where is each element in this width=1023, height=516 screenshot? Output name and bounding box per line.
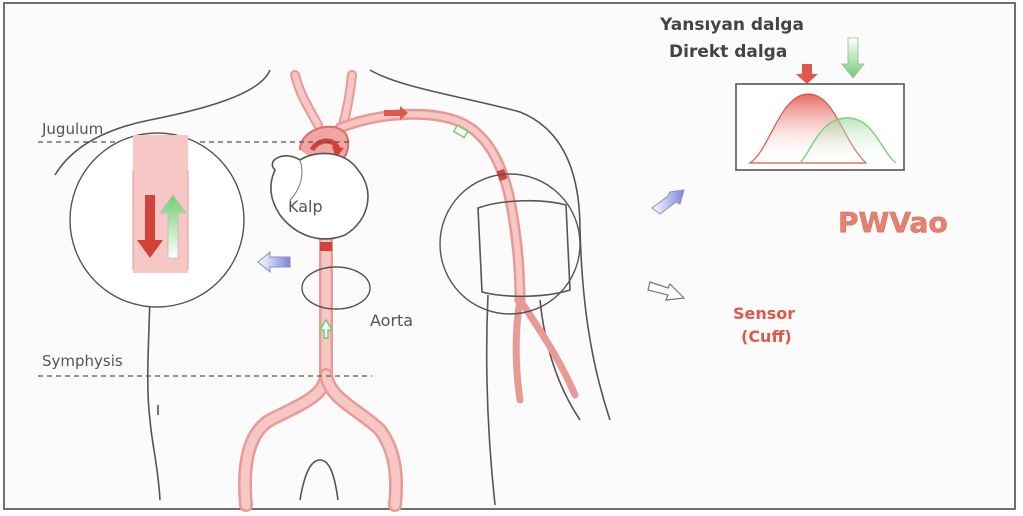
direct-wave-arrow-icon (796, 64, 818, 84)
wave-display-arrow-icon (652, 190, 684, 214)
direct-wave-label: Direkt dalga (669, 42, 787, 62)
reflected-wave-arrow-icon (842, 38, 864, 78)
sensor-arrow-icon (648, 282, 684, 300)
reflected-wave-label: Yansıyan dalga (659, 15, 804, 35)
symphysis-label: Symphysis (42, 352, 123, 370)
arterial-tree (245, 75, 575, 505)
aorta-magnifier-circle (302, 267, 370, 309)
aorta-red-marker (320, 242, 332, 251)
aorta-label: Aorta (370, 311, 413, 330)
cuff-label: (Cuff) (741, 327, 792, 346)
heart-label: Kalp (288, 197, 323, 216)
jugulum-label: Jugulum (41, 120, 103, 138)
sensor-label: Sensor (733, 304, 795, 323)
zoom-arrow-left-icon (258, 252, 290, 272)
pwvao-label: PWVao (838, 206, 948, 239)
